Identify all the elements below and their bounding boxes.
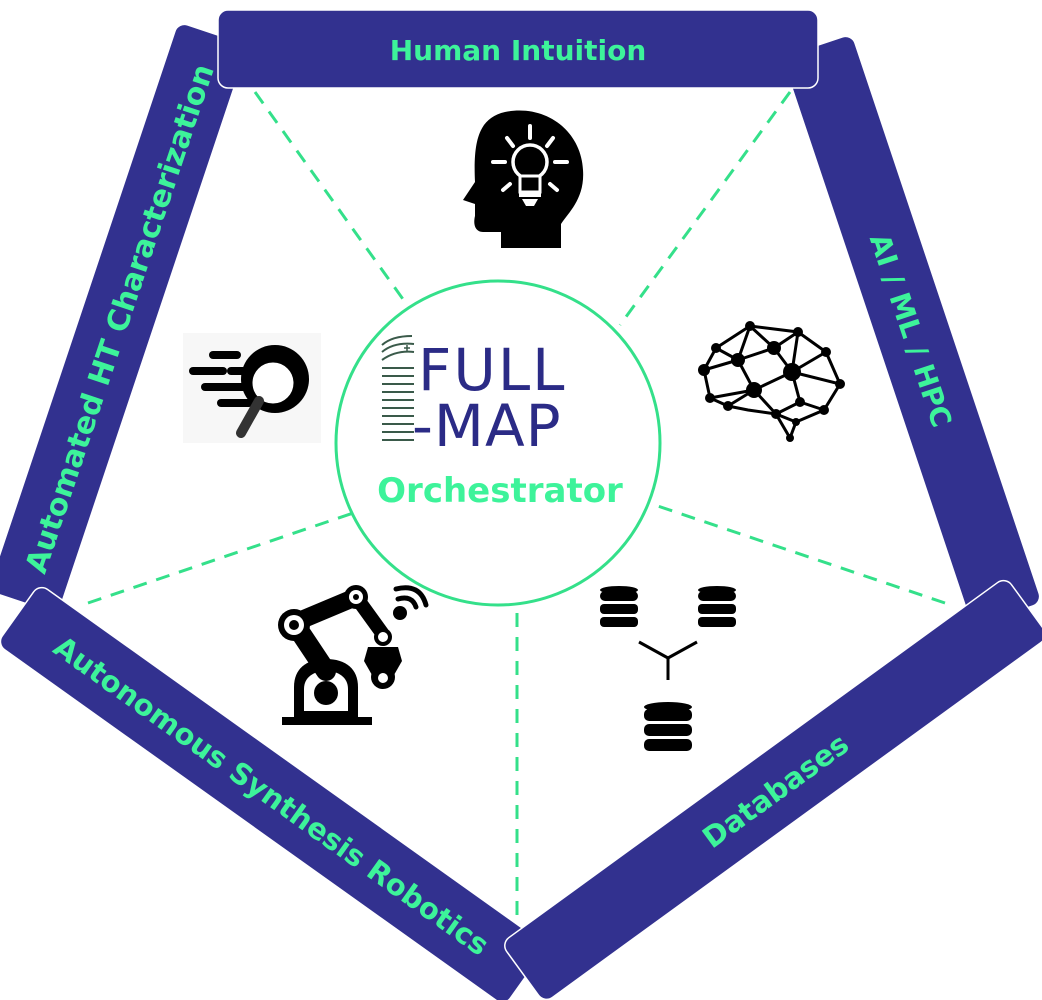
connector-right [639, 498, 946, 605]
fast-search-icon [183, 333, 321, 443]
database-icon [600, 586, 638, 627]
full-map-logo: FULL -MAP Orchestrator [377, 335, 623, 511]
neural-brain-icon [698, 321, 845, 442]
connector-top-left [253, 91, 407, 303]
database-icon [644, 702, 692, 751]
dashed-connectors [87, 91, 946, 915]
band-label-automated-ht: Automated HT Characterization [19, 60, 222, 578]
band-ai-ml-hpc[interactable]: AI / ML / HPC [782, 34, 1042, 626]
band-autonomous-synthesis-robotics[interactable]: Autonomous Synthesis Robotics [0, 584, 547, 1000]
band-label-human-intuition: Human Intuition [390, 34, 647, 67]
database-icon [698, 586, 736, 627]
robotic-arm-icon [278, 585, 429, 725]
band-automated-ht-characterization[interactable]: Automated HT Characterization [0, 22, 248, 614]
logo-full: FULL [418, 336, 566, 404]
connector-top-right [618, 91, 792, 326]
connector-left [87, 508, 363, 605]
band-label-autonomous-synthesis: Autonomous Synthesis Robotics [47, 629, 495, 962]
database-merge-icon [600, 586, 736, 751]
logo-map: -MAP [412, 392, 562, 460]
band-human-intuition[interactable]: Human Intuition [217, 9, 819, 89]
orchestrator-label: Orchestrator [377, 471, 623, 511]
orchestrator-circle[interactable] [334, 279, 662, 607]
head-lightbulb-icon [463, 110, 584, 248]
fingerprint-icon [381, 335, 415, 441]
band-databases[interactable]: Databases [501, 577, 1042, 1000]
